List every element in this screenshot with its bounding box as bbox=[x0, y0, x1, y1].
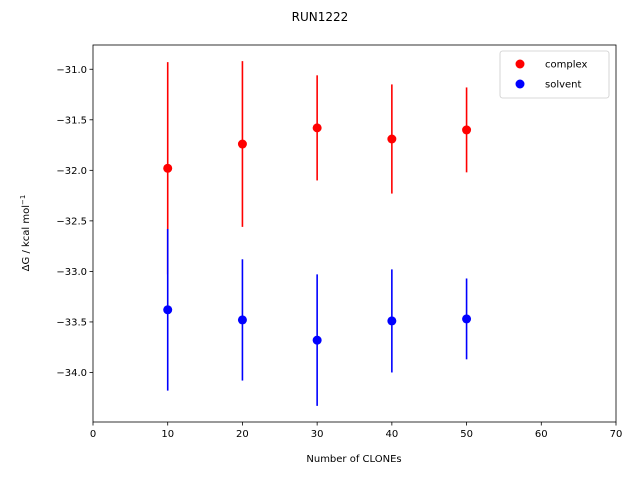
x-axis-label: Number of CLONEs bbox=[306, 454, 401, 465]
y-tick-label: −33.0 bbox=[56, 267, 87, 278]
y-axis-label: ΔG / kcal mol−1 bbox=[19, 195, 32, 272]
y-tick-label: −31.5 bbox=[56, 115, 87, 126]
x-tick-label: 70 bbox=[610, 429, 623, 440]
legend-marker-complex bbox=[515, 59, 525, 69]
x-axis: 0 10 20 30 40 50 60 70 bbox=[90, 422, 623, 440]
legend-marker-solvent bbox=[515, 79, 525, 89]
y-tick-label: −32.5 bbox=[56, 216, 87, 227]
series-solvent bbox=[163, 228, 472, 406]
x-tick-label: 20 bbox=[236, 429, 249, 440]
x-tick-label: 0 bbox=[90, 429, 96, 440]
x-tick-label: 30 bbox=[311, 429, 324, 440]
x-tick-label: 10 bbox=[161, 429, 174, 440]
series-layer bbox=[163, 61, 472, 406]
legend-label-solvent: solvent bbox=[545, 80, 582, 91]
data-point bbox=[462, 314, 472, 324]
data-point bbox=[237, 139, 247, 149]
data-point bbox=[312, 335, 322, 345]
x-tick-label: 40 bbox=[385, 429, 398, 440]
data-point bbox=[163, 163, 173, 173]
x-tick-label: 60 bbox=[535, 429, 548, 440]
y-tick-label: −34.0 bbox=[56, 368, 87, 379]
legend-label-complex: complex bbox=[545, 60, 587, 71]
y-axis: −31.0 −31.5 −32.0 −32.5 −33.0 −33.5 −34.0 bbox=[56, 65, 93, 379]
data-point bbox=[387, 316, 397, 326]
data-point bbox=[462, 125, 472, 135]
series-complex bbox=[163, 61, 472, 275]
y-tick-label: −33.5 bbox=[56, 317, 87, 328]
y-tick-label: −32.0 bbox=[56, 166, 87, 177]
legend-box bbox=[499, 50, 610, 99]
y-axis-label-superscript: −1 bbox=[19, 195, 27, 205]
plot-area bbox=[92, 44, 617, 423]
x-tick-label: 50 bbox=[460, 429, 473, 440]
data-point bbox=[163, 305, 173, 315]
chart-title: RUN1222 bbox=[292, 10, 349, 24]
y-tick-label: −31.0 bbox=[56, 65, 87, 76]
y-axis-label-main: ΔG / kcal mol bbox=[21, 205, 32, 271]
data-point bbox=[387, 134, 397, 144]
axes-frame bbox=[92, 44, 617, 423]
data-point bbox=[312, 123, 322, 133]
data-point bbox=[237, 315, 247, 325]
legend: complex solvent bbox=[499, 50, 610, 99]
